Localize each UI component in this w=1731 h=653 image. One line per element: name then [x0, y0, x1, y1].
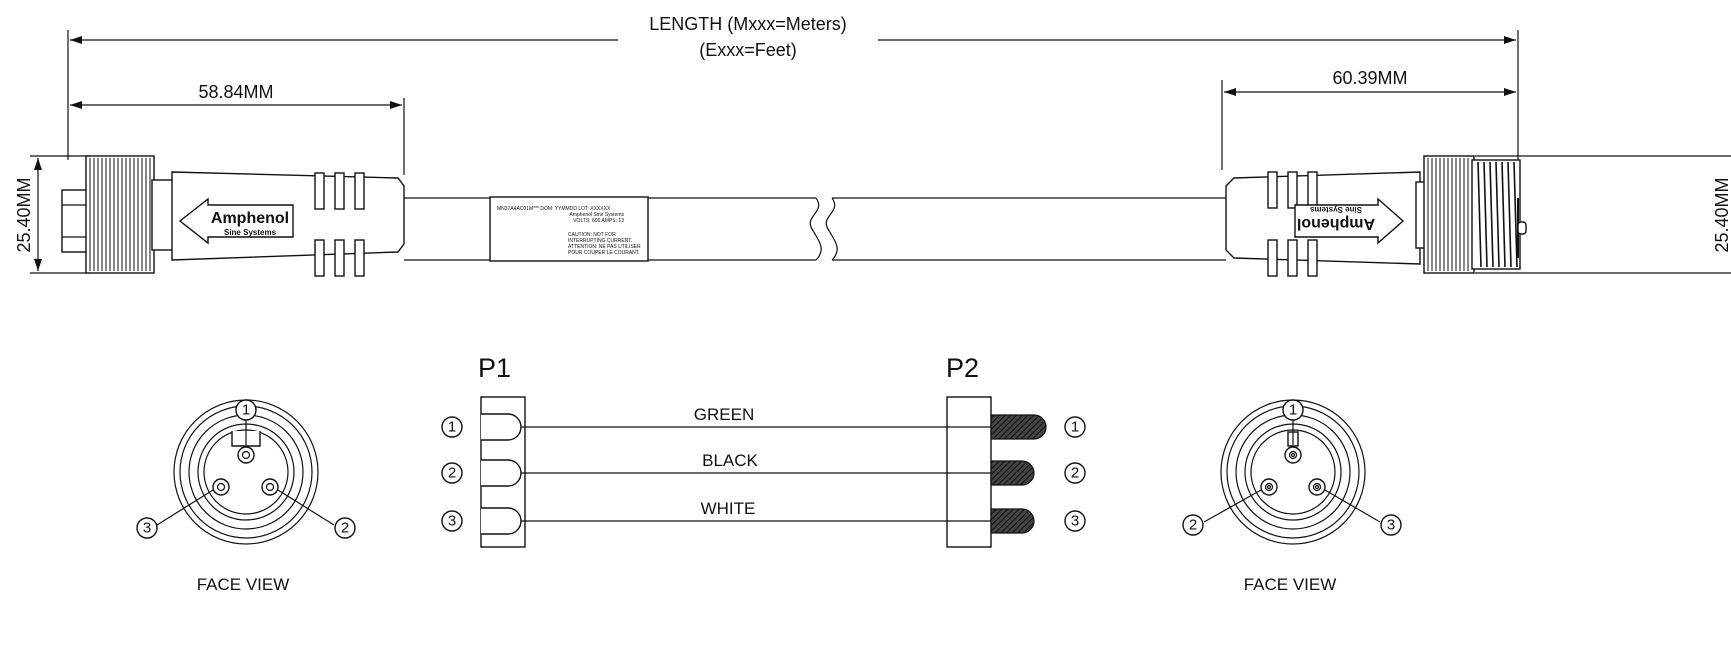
right-connector-length-dimension: 60.39MM: [1221, 68, 1516, 170]
cable-label-line3: VOLTS: 600 AMPS: 13: [573, 218, 624, 224]
wire-row-3: WHITE 3 3: [441, 499, 1086, 535]
right-face-pin-2-callout: [1182, 514, 1204, 536]
left-connector: Amphenol Sine Systems: [61, 155, 405, 277]
left-face-view: 1 2 3 FACE VIEW: [136, 399, 356, 594]
right-face-pin-3-callout: [1380, 514, 1402, 536]
wire-1-color-label: GREEN: [694, 405, 754, 424]
right-logo-brand: Amphenol: [1297, 215, 1375, 232]
right-diameter-dimension: 25.40MM: [1475, 155, 1731, 274]
left-connector-length-dimension: 58.84MM: [70, 82, 405, 175]
right-face-pin-2-label: 2: [1189, 517, 1197, 534]
wire-row-1: GREEN 1 1: [441, 405, 1086, 441]
wire-2-color-label: BLACK: [702, 451, 758, 470]
right-face-pin-1-label: 1: [1289, 402, 1297, 419]
left-face-pin-3-callout: [136, 517, 158, 539]
cable-label-line4: CAUTION: NOT FOR: [568, 232, 616, 238]
right-thread-lines: [1477, 161, 1518, 268]
p2-label: P2: [946, 353, 979, 383]
cable-label-line1: MN37A4AC01M*** DOM: YYMMDD LOT: XXXXXX: [497, 206, 611, 212]
left-length-label: 58.84MM: [198, 82, 273, 102]
left-logo-sub: Sine Systems: [224, 228, 277, 237]
right-face-pin-1-callout: [1282, 399, 1304, 421]
p1-socket-1: [481, 413, 522, 441]
right-face-caption: FACE VIEW: [1244, 575, 1337, 594]
right-face-view: 1 2 3 FACE VIEW: [1182, 399, 1402, 594]
length-label-meters: LENGTH (Mxxx=Meters): [649, 14, 847, 34]
p1-pin-2-label: 2: [448, 465, 456, 482]
cable-label-line6: ATTENTION: NE PAS UTILISER: [568, 244, 641, 250]
wire-row-2: BLACK 2 2: [441, 451, 1086, 487]
p2-pin-2-label: 2: [1071, 465, 1079, 482]
cable-label-line2: Amphenol Sine Systems: [570, 212, 625, 218]
right-logo-sub: Sine Systems: [1309, 205, 1362, 214]
right-connector: Amphenol Sine Systems: [1225, 155, 1527, 277]
left-grip-slots: [314, 172, 365, 277]
left-face-caption: FACE VIEW: [197, 575, 290, 594]
left-logo-brand: Amphenol: [211, 210, 289, 227]
cable-label-line7: POUR COUPER LE COURANT.: [568, 250, 640, 256]
p2-pin-1: [990, 414, 1047, 440]
p1-pin-3-label: 3: [448, 513, 456, 530]
p2-pin-1-label: 1: [1071, 419, 1079, 436]
p2-pin-2: [990, 460, 1035, 486]
right-face-pin-3-label: 3: [1387, 517, 1395, 534]
left-diameter-label: 25.40MM: [14, 177, 34, 252]
right-grip-slots: [1267, 171, 1318, 277]
wiring-schematic: P1 P2 GREEN 1 1 BLACK 2 2: [441, 353, 1086, 548]
left-face-pin-1-label: 1: [242, 402, 250, 419]
p1-socket-3: [481, 507, 522, 535]
right-length-label: 60.39MM: [1332, 68, 1407, 88]
left-face-pin-1-callout: [235, 399, 257, 421]
p1-pin-1-label: 1: [448, 419, 456, 436]
left-face-pin-3-label: 3: [143, 520, 151, 537]
p2-connector-block: [946, 396, 992, 548]
left-diameter-dimension: 25.40MM: [14, 155, 90, 274]
cable: MN37A4AC01M*** DOM: YYMMDD LOT: XXXXXX A…: [404, 196, 1226, 262]
left-face-pin-2-callout: [334, 517, 356, 539]
right-amphenol-logo: Amphenol Sine Systems: [1294, 197, 1405, 245]
left-coupling-knurl: [89, 158, 151, 271]
length-label-feet: (Exxx=Feet): [699, 40, 797, 60]
left-face-pin-2-label: 2: [341, 520, 349, 537]
cable-marking-label: MN37A4AC01M*** DOM: YYMMDD LOT: XXXXXX A…: [489, 196, 649, 262]
p1-socket-2: [481, 459, 522, 487]
cable-label-line5: INTERRUPTING CURRENT.: [568, 238, 632, 244]
right-coupling-knurl: [1427, 158, 1469, 271]
p2-pin-3: [990, 508, 1035, 534]
left-amphenol-logo: Amphenol Sine Systems: [178, 197, 294, 245]
right-diameter-label: 25.40MM: [1712, 177, 1731, 252]
p1-label: P1: [478, 353, 511, 383]
wire-3-color-label: WHITE: [701, 499, 756, 518]
overall-length-dimension: LENGTH (Mxxx=Meters) (Exxx=Feet): [67, 14, 1519, 160]
p2-pin-3-label: 3: [1071, 513, 1079, 530]
